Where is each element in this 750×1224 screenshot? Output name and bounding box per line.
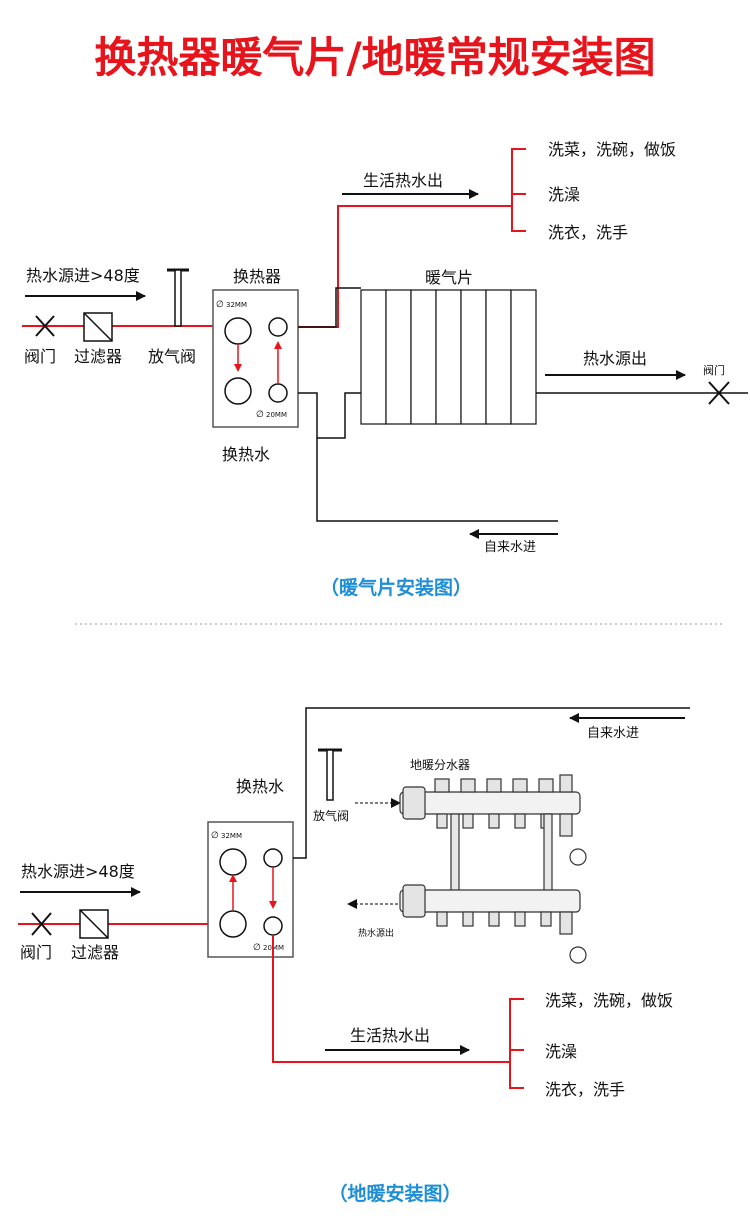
exchange-water-pipe-left bbox=[298, 287, 361, 328]
manifold-unit bbox=[347, 774, 587, 964]
floor-use-1-label: 洗菜，洗碗，做饭 bbox=[545, 991, 673, 1010]
floor-valve-icon bbox=[31, 912, 52, 936]
floor-hot-water-in-label: 热水源进>48度 bbox=[21, 862, 135, 881]
floor-port-large-bottom bbox=[219, 910, 247, 938]
exchanger-label: 换热器 bbox=[233, 267, 281, 286]
valve-out-icon bbox=[708, 381, 730, 405]
radiator-diagram: 热水源进>48度 阀门 过滤器 放气阀 换热器 ∅ 32MM ∅ 20MM bbox=[22, 140, 748, 599]
exchange-water-pipe-right bbox=[298, 392, 361, 439]
manifold-label: 地暖分水器 bbox=[410, 758, 470, 772]
use-1-label: 洗菜，洗碗，做饭 bbox=[548, 140, 676, 159]
floor-air-vent-label: 放气阀 bbox=[313, 808, 349, 823]
branch-bracket bbox=[511, 148, 526, 232]
use-3-label: 洗衣，洗手 bbox=[548, 223, 628, 242]
page-title: 换热器暖气片/地暖常规安装图 bbox=[94, 33, 655, 82]
floor-use-2-label: 洗澡 bbox=[545, 1042, 577, 1061]
valve-out-label: 阀门 bbox=[703, 363, 725, 377]
floor-filter-icon bbox=[79, 909, 109, 939]
floor-port-small-top bbox=[263, 848, 283, 868]
floor-domestic-hot-water-pipe bbox=[272, 935, 510, 1063]
use-2-label: 洗澡 bbox=[548, 185, 580, 204]
floor-size-32-icon: ∅ bbox=[211, 831, 219, 841]
floor-air-vent-icon bbox=[318, 748, 342, 801]
floor-size-32-label: 32MM bbox=[221, 832, 242, 840]
air-vent-icon bbox=[167, 268, 189, 327]
air-vent-label: 放气阀 bbox=[148, 347, 196, 366]
valve-label: 阀门 bbox=[24, 347, 56, 366]
floor-heat-exchanger-box bbox=[207, 821, 294, 958]
size-20-icon: ∅ bbox=[256, 410, 264, 420]
size-32-label: 32MM bbox=[226, 301, 247, 309]
heat-exchanger-box bbox=[212, 289, 299, 428]
port-small-top bbox=[268, 317, 288, 337]
radiator-caption: （暖气片安装图） bbox=[320, 576, 472, 599]
port-small-bottom bbox=[268, 383, 288, 403]
valve-icon bbox=[35, 315, 55, 337]
port-large-bottom bbox=[224, 377, 252, 405]
floor-size-20-icon: ∅ bbox=[253, 943, 261, 953]
tap-water-in-label: 自来水进 bbox=[484, 540, 536, 555]
floor-heating-caption: （地暖安装图） bbox=[328, 1182, 461, 1205]
floor-filter-label: 过滤器 bbox=[71, 943, 119, 962]
floor-branch-bracket bbox=[509, 998, 524, 1089]
size-20-label: 20MM bbox=[266, 411, 287, 419]
radiator-unit bbox=[360, 289, 537, 425]
size-32-icon: ∅ bbox=[216, 300, 224, 310]
hot-water-out-label: 热水源出 bbox=[583, 349, 647, 368]
floor-tap-water-in-label: 自来水进 bbox=[587, 726, 639, 741]
floor-use-3-label: 洗衣，洗手 bbox=[545, 1080, 625, 1099]
tap-water-pipe bbox=[316, 438, 558, 522]
floor-heating-diagram: 热水源进>48度 阀门 过滤器 ∅ 32MM ∅ 20MM 换热水 自来水进 bbox=[18, 707, 690, 1205]
exchange-water-label: 换热水 bbox=[222, 445, 270, 464]
floor-port-small-bottom bbox=[263, 916, 283, 936]
floor-domestic-hot-out-label: 生活热水出 bbox=[350, 1026, 430, 1045]
floor-exchange-water-label: 换热水 bbox=[236, 777, 284, 796]
port-large-top bbox=[224, 317, 252, 345]
hot-water-in-label: 热水源进>48度 bbox=[26, 266, 140, 285]
floor-valve-label: 阀门 bbox=[20, 943, 52, 962]
filter-icon bbox=[83, 312, 113, 342]
filter-label: 过滤器 bbox=[74, 347, 122, 366]
floor-exchange-water-pipe bbox=[293, 707, 690, 859]
radiator-label: 暖气片 bbox=[425, 268, 473, 287]
manifold-out-label: 热水源出 bbox=[358, 927, 394, 939]
floor-port-large-top bbox=[219, 848, 247, 876]
domestic-hot-out-label: 生活热水出 bbox=[363, 171, 443, 190]
